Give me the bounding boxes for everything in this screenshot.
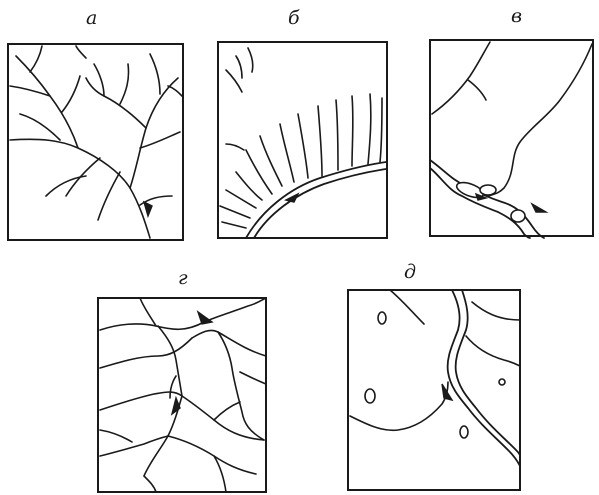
panel-v-label: в — [511, 5, 522, 27]
panel-b-lake-shore — [246, 162, 386, 238]
panel-d-lake-2 — [365, 389, 375, 403]
panel-a-streams — [10, 46, 182, 238]
panel-b-streams — [220, 48, 382, 228]
panel-v-flow-arrow-2 — [532, 204, 546, 212]
panel-a: а — [8, 7, 183, 240]
panel-d: д — [348, 261, 520, 490]
panel-d-lake-1 — [378, 312, 386, 324]
panel-d-label: д — [404, 261, 416, 283]
panel-g-label: г — [178, 267, 188, 289]
panel-a-flow-arrow — [144, 202, 152, 216]
panel-v-river — [430, 160, 544, 238]
panel-v-streams — [432, 42, 592, 196]
panel-b-label: б — [288, 7, 300, 29]
panel-v: в — [430, 5, 593, 238]
panel-d-streams — [350, 290, 520, 430]
panel-d-flow-arrow — [442, 384, 452, 400]
panel-d-lake-4 — [499, 379, 505, 385]
panel-g: г — [98, 267, 266, 492]
panel-v-lake-3 — [511, 210, 525, 222]
panel-d-river — [448, 290, 520, 466]
panel-a-label: а — [86, 7, 97, 29]
panel-d-lake-3 — [460, 426, 468, 438]
panel-d-frame — [348, 290, 520, 490]
panel-g-flow-arrow-2 — [172, 398, 180, 414]
panel-g-flow-arrow-1 — [198, 312, 212, 324]
panel-g-streams — [100, 298, 266, 492]
panel-b: б — [218, 7, 387, 238]
panel-b-flow-arrow — [286, 194, 298, 202]
panel-v-lake-2 — [480, 185, 496, 195]
